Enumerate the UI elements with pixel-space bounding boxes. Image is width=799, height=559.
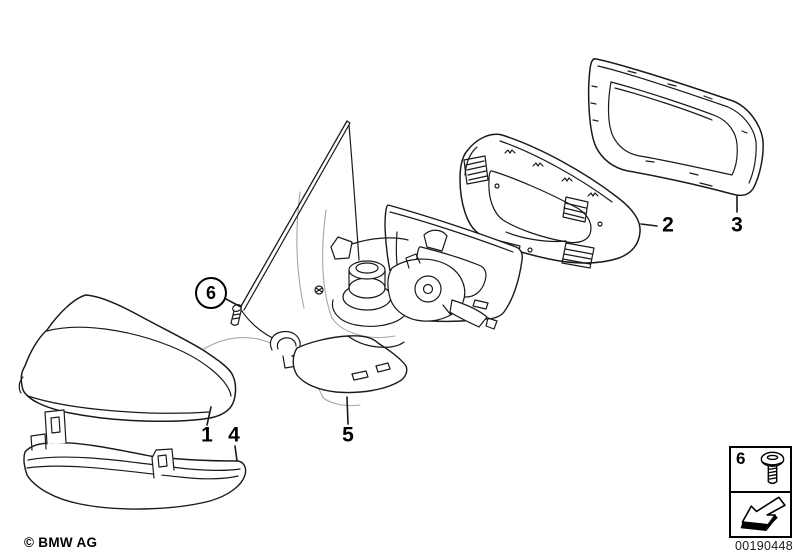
callout-leader-lines [206, 194, 738, 462]
mirror-base-and-motor-drawing [230, 120, 498, 354]
copyright-text: © BMW AG [24, 535, 98, 550]
callout-5-label[interactable]: 5 [342, 423, 354, 447]
document-number: 00190448 [735, 539, 794, 553]
callout-6-circle[interactable]: 6 [195, 277, 227, 309]
screw-icon [760, 451, 785, 485]
detail-box-screw-cell: 6 [731, 448, 790, 493]
detail-box-number: 6 [736, 449, 746, 468]
detail-box-arrow-cell [731, 493, 790, 536]
detail-box: 6 [729, 446, 792, 538]
part-1-cover-cap-drawing [18, 294, 237, 423]
callout-1-label[interactable]: 1 [201, 423, 213, 447]
part-3-frame-drawing [587, 58, 764, 197]
callout-2-label[interactable]: 2 [662, 213, 674, 237]
part-5-cover-plate-drawing [269, 330, 408, 394]
part-4-lower-housing-drawing [23, 409, 247, 510]
callout-3-label[interactable]: 3 [731, 213, 743, 237]
callout-6-label: 6 [205, 282, 216, 303]
installation-direction-arrow-icon [740, 495, 786, 531]
callout-4-label[interactable]: 4 [228, 423, 240, 447]
